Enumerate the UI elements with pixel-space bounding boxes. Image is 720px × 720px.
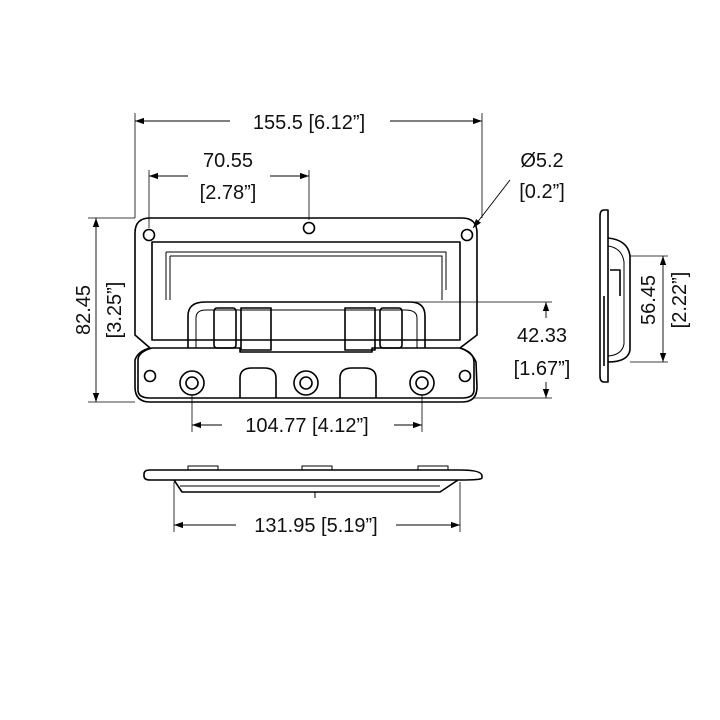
dimension-overall-height: 82.45 [3.25”] xyxy=(73,217,135,403)
bottom-tab xyxy=(187,465,219,471)
dimension-bottom-width: 131.95 [5.19”] xyxy=(173,482,461,537)
mount-hole xyxy=(458,369,472,383)
dimension-handle-height: 42.33 [1.67”] xyxy=(410,301,571,399)
hole-spacing-label: 70.55 xyxy=(203,150,253,172)
hole-spacing-imperial-label: [2.78”] xyxy=(200,182,257,204)
mount-hole xyxy=(142,228,156,242)
dimension-hole-diameter: Ø5.2 [0.2”] xyxy=(472,150,565,229)
hole-diameter-imperial-label: [0.2”] xyxy=(519,181,565,203)
side-flange xyxy=(599,209,609,383)
handle-height-imperial-label: [1.67”] xyxy=(514,358,571,380)
side-handle xyxy=(603,269,621,366)
handle-slot xyxy=(213,307,237,349)
hole-diameter-label: Ø5.2 xyxy=(520,150,563,172)
dimension-hole-spacing: 70.55 [2.78”] xyxy=(148,150,310,228)
front-plate-outline xyxy=(134,217,478,403)
dimension-overall-width: 155.5 [6.12”] xyxy=(134,112,483,218)
handle-bar xyxy=(187,301,426,348)
scallop xyxy=(339,367,377,398)
pivot-spacing-label: 104.77 [4.12”] xyxy=(245,415,368,437)
side-recess-inner xyxy=(607,245,625,357)
side-depth-imperial-label: [2.22”] xyxy=(669,272,691,329)
mount-hole xyxy=(302,221,316,235)
side-depth-label: 56.45 xyxy=(638,275,660,325)
pivot-rivet xyxy=(179,370,205,396)
dimension-side-depth: 56.45 [2.22”] xyxy=(630,255,691,363)
mount-hole xyxy=(143,369,157,383)
recess-outer xyxy=(151,241,461,341)
pivot-rivet xyxy=(185,376,199,390)
handle-bar-inner xyxy=(195,309,418,348)
pivot-rivet xyxy=(415,376,429,390)
pivot-plate xyxy=(137,347,475,399)
bottom-tab xyxy=(301,465,333,471)
pivot-rivet xyxy=(409,370,435,396)
handle-height-label: 42.33 xyxy=(517,325,567,347)
overall-width-label: 155.5 [6.12”] xyxy=(253,112,365,134)
pivot-rivet xyxy=(293,370,319,396)
pivot-rivet xyxy=(299,376,313,390)
bottom-recess xyxy=(173,479,459,493)
bottom-plate xyxy=(143,469,483,481)
overall-height-label: 82.45 xyxy=(73,285,95,335)
bottom-tab xyxy=(417,465,449,471)
handle-slot xyxy=(379,307,403,349)
scallop xyxy=(239,367,277,398)
front-view xyxy=(134,217,478,403)
recess-inner xyxy=(165,251,447,300)
dimension-pivot-spacing: 104.77 [4.12”] xyxy=(191,395,423,437)
handle-slot xyxy=(240,307,272,351)
mount-hole xyxy=(460,228,474,242)
overall-height-imperial-label: [3.25”] xyxy=(104,282,126,339)
side-recess xyxy=(607,237,631,363)
bottom-width-label: 131.95 [5.19”] xyxy=(254,515,377,537)
side-view xyxy=(599,209,631,383)
bottom-view xyxy=(143,465,483,498)
handle-slot xyxy=(344,307,376,351)
